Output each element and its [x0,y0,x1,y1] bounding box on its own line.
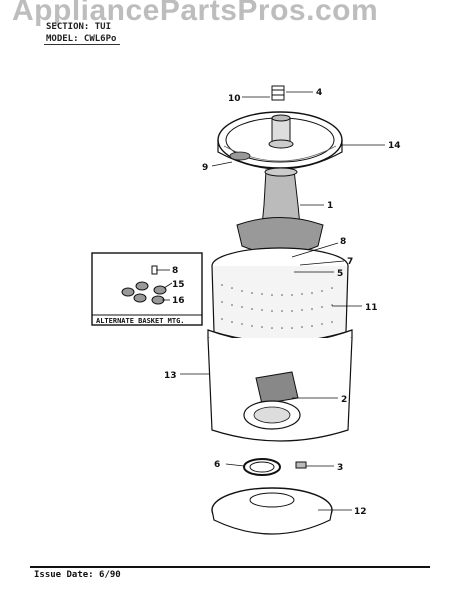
callout-12: 12 [354,507,367,517]
model-label: MODEL: CWL6Po [46,34,117,44]
callout-1: 1 [327,201,333,211]
callout-3: 3 [337,463,343,473]
callout-2: 2 [341,395,347,405]
callout-alt-8: 8 [172,266,178,276]
part-agitator-column [236,167,324,255]
leader-lines [156,91,385,511]
callout-14: 14 [388,141,401,151]
section-label: SECTION: TUI [46,22,112,32]
alternate-basket-box: ALTERNATE BASKET MTG. [91,252,203,326]
callout-8: 8 [340,237,346,247]
callout-4: 4 [316,88,322,98]
callout-5: 5 [337,269,343,279]
callout-9: 9 [202,163,208,173]
footer-rule [30,566,430,568]
callout-10: 10 [228,94,241,104]
watermark-logo: AppliancePartsPros.com [12,0,379,27]
callout-7: 7 [347,257,353,267]
callout-11: 11 [365,303,378,313]
callout-13: 13 [164,371,177,381]
part-outer-tub [207,329,353,442]
issue-date: Issue Date: 6/90 [34,570,121,580]
part-gasket-ring [243,458,281,476]
part-top-cap [271,85,285,101]
part-screw [295,461,307,469]
alternate-box-label: ALTERNATE BASKET MTG. [96,317,185,325]
part-bottom-cover [211,487,333,535]
callout-6: 6 [214,460,220,470]
callout-alt-16: 16 [172,296,185,306]
header-underline [44,44,120,45]
callout-alt-15: 15 [172,280,185,290]
part-tub-ring [217,111,343,170]
part-spin-basket [211,247,349,343]
